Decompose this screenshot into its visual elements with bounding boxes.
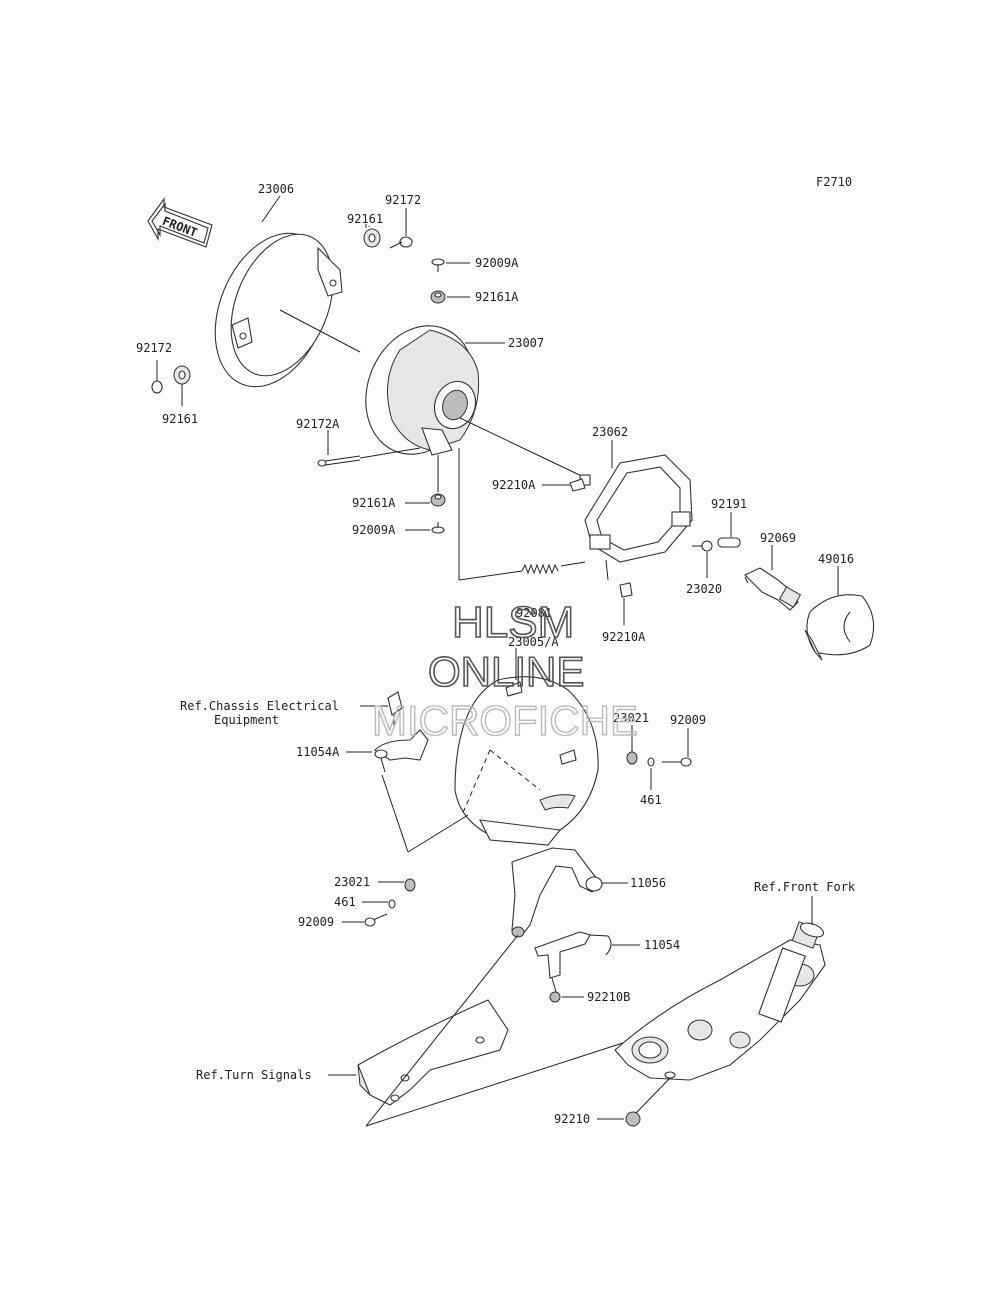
label-92210A-top: 92210A — [492, 478, 536, 492]
steering-stem-ref-front-fork — [614, 921, 826, 1081]
grommet-92161A-bottom — [430, 493, 446, 507]
front-arrow-icon: FRONT — [147, 197, 213, 248]
ref-turn-signals-label: Ref.Turn Signals — [196, 1068, 312, 1082]
label-92191: 92191 — [711, 497, 747, 511]
label-23021-left: 23021 — [334, 875, 370, 889]
bolt-92172A — [317, 430, 421, 467]
label-11056: 11056 — [630, 876, 666, 890]
label-92069: 92069 — [760, 531, 796, 545]
nut-92210B — [549, 991, 561, 1003]
spring-92081 — [458, 448, 586, 581]
label-92009A-top: 92009A — [475, 256, 519, 270]
watermark-line3: MICROFICHE — [372, 697, 638, 744]
label-92161-left: 92161 — [162, 412, 198, 426]
figure-code: F2710 — [816, 175, 852, 189]
ref-chassis-line1: Ref.Chassis Electrical — [180, 699, 339, 713]
bulb-92069 — [744, 567, 802, 611]
label-11054A: 11054A — [296, 745, 340, 759]
pin-92191 — [717, 537, 741, 548]
bracket-ref-turn-signals — [357, 934, 633, 1127]
bracket-11054 — [534, 931, 612, 993]
label-461-right: 461 — [640, 793, 662, 807]
headlight-mounting-frame — [579, 454, 693, 581]
label-92161A-top: 92161A — [475, 290, 519, 304]
screw-92009-right — [662, 757, 692, 767]
label-92172-left: 92172 — [136, 341, 172, 355]
nut-23020 — [701, 540, 713, 552]
label-461-left: 461 — [334, 895, 356, 909]
screw-92009A-top — [431, 258, 445, 272]
washer-461-left — [388, 899, 396, 909]
headlight-rim — [214, 232, 361, 388]
bracket-11056 — [511, 847, 603, 938]
watermark-line2: ONLINE — [428, 648, 584, 695]
screw-92172-top — [389, 236, 413, 249]
label-92172A: 92172A — [296, 417, 340, 431]
ref-front-fork-label: Ref.Front Fork — [754, 880, 856, 894]
clip-92210A-bottom — [619, 582, 633, 598]
label-92081: 92081 — [516, 606, 552, 620]
clip-92210A-top — [569, 478, 586, 492]
watermark-line1: HLSM — [452, 598, 574, 647]
label-11054: 11054 — [644, 938, 680, 952]
label-92210B: 92210B — [587, 990, 630, 1004]
label-92210A-bottom: 92210A — [602, 630, 646, 644]
label-23021-right: 23021 — [613, 711, 649, 725]
headlight-housing — [365, 325, 591, 481]
label-92009-left: 92009 — [298, 915, 334, 929]
label-23007: 23007 — [508, 336, 544, 350]
label-92009-right: 92009 — [670, 713, 706, 727]
label-92161A-bottom: 92161A — [352, 496, 396, 510]
label-92161-top: 92161 — [347, 212, 383, 226]
label-92172-top: 92172 — [385, 193, 421, 207]
nut-23021-right — [626, 751, 638, 765]
label-23062: 23062 — [592, 425, 628, 439]
washer-461-right — [647, 757, 655, 767]
label-23020: 23020 — [686, 582, 722, 596]
grommet-92161-left — [173, 365, 191, 406]
screw-92172-left — [151, 360, 163, 394]
headlight-shell — [454, 676, 599, 846]
nut-92210 — [625, 1077, 671, 1127]
screw-92009A-bottom — [431, 522, 445, 534]
label-92210: 92210 — [554, 1112, 590, 1126]
label-23006: 23006 — [258, 182, 294, 196]
connector-ref-chassis — [387, 691, 403, 728]
screw-92009-left — [364, 913, 388, 927]
grommet-92161A-top — [430, 290, 446, 304]
label-23005A: 23005/A — [508, 635, 559, 649]
grommet-92161-top — [363, 228, 381, 248]
bracket-11054A — [374, 729, 469, 853]
ref-chassis-line2: Equipment — [214, 713, 279, 727]
nut-23021-left — [404, 878, 416, 892]
label-49016: 49016 — [818, 552, 854, 566]
label-92009A-bottom: 92009A — [352, 523, 396, 537]
cover-49016 — [804, 594, 875, 661]
